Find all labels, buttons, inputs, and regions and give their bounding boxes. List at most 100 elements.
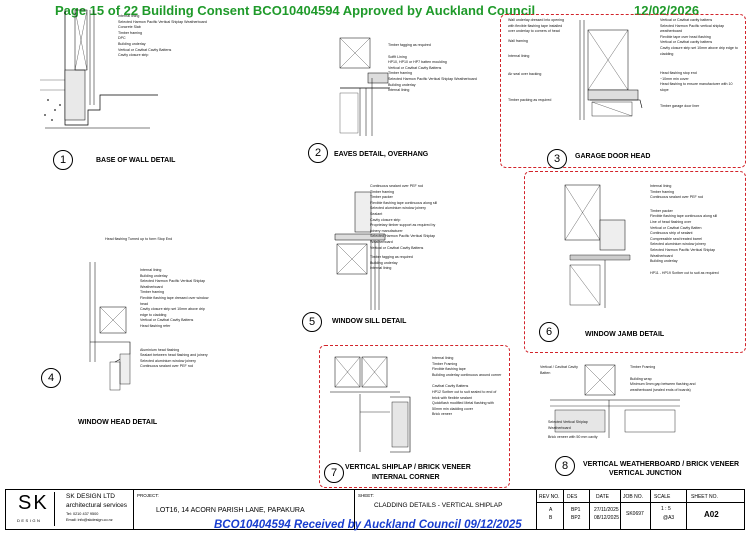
col-header-job: JOB NO. [623,494,644,500]
d4-label: Vertical or Cavibat Cavity Battens [140,318,194,323]
sheet-title: CLADDING DETAILS - VERTICAL SHIPLAP [374,502,503,509]
detail-8-title: VERTICAL WEATHERBOARD / BRICK VENEER [583,461,740,468]
d6-label: Flexible flashing tape continuous along … [650,214,718,219]
highlight-box-detail-3 [500,14,746,168]
d5-label: Internal lining [370,266,392,271]
detail-3-number: 3 [547,149,567,169]
detail-8-bottom-labels: Selected Vertical Shiplap Weatherboard B… [548,420,608,441]
d6-label: Internal lining [650,184,672,188]
d3r-label: Cavity closure strip set 10mm above drip… [660,45,738,56]
d3r-label: Selected Harmon Pacific vertical shiplap… [660,23,725,34]
d5-label: Building underlay [370,260,398,265]
detail-4-number: 4 [41,368,61,388]
d7-label: HP12 Scriber cut to suit sealed to end o… [432,389,497,400]
d3r-label: Vertical or Cavibat cavity battens [660,40,713,45]
company-name: SK DESIGN LTD [66,493,116,500]
job-number: SK0697 [626,511,644,517]
detail-7-labels: Internal lining Timber Framing Flexible … [432,356,502,418]
d5-label: Sealant [370,211,383,216]
d1-label: Selected Harmon Pacific Vertical Shiplap… [118,19,207,24]
d4-label: Flexible flashing tape dressed over wind… [140,295,209,306]
detail-8-right-labels: Timber Framing Building wrap Minimum 5mm… [630,365,700,393]
d3r-label: Head flashing to ensure manufacturer wit… [660,82,733,92]
divider [589,490,590,529]
highlight-box-detail-7 [319,345,510,488]
d1-label: Vertical or Cavibat Cavity Battens [118,47,172,52]
d8-label: Vertical / Cavibat Cavity Batten [540,365,578,375]
project-address: LOT16, 14 ACORN PARISH LANE, PAPAKURA [156,507,305,514]
d7-label: Flexible flashing tape [432,367,466,372]
detail-3-right-labels: Vertical or Cavibat cavity battens Selec… [660,18,740,109]
d6-label: Timber framing [650,189,675,194]
d4-label: Internal lining [140,268,162,272]
d6-label: Vertical or Cavibat Cavity Batten [650,225,702,230]
d3r-label: Timber garage door liner [660,103,700,108]
d7-label: Building underlay continuous around corn… [432,372,502,377]
d8-label: Building wrap [630,376,652,381]
d4-label: Selected Harmon Pacific Vertical Shiplap… [140,279,206,289]
paper-size: @A3 [663,515,675,521]
d6-label: Timber packer [650,208,673,213]
d6-label: Line of head flashing over [650,219,692,224]
d6-label: Continuous sealant over PEF rod [650,195,703,200]
d5-label: Timber packer [370,195,393,200]
divider [133,490,134,529]
divider [536,502,744,503]
divider [536,490,537,529]
detail-4-drawing [89,262,131,391]
scale: 1 : 5 [661,506,671,512]
d3r-label: Vertical or Cavibat cavity battens [660,18,713,22]
d2-label: Timber framing [388,71,413,76]
d2-label: Timber fagging as required [388,43,431,47]
highlight-box-detail-6 [524,171,746,353]
detail-6-title: WINDOW JAMB DETAIL [585,331,665,338]
detail-7-title: VERTICAL SHIPLAP / BRICK VENEER [345,464,471,471]
d6-label: Selected Harmon Pacific Vertical Shiplap… [650,247,716,258]
d2-label: HP10, HP10 or HP7 batten moulding [388,60,447,65]
d3r-label: Flexible tape over head flashing [660,34,711,39]
rev-a: A [549,507,553,513]
detail-3-left-labels: Wall underlay dressed into opening with … [508,18,568,103]
divider [620,490,621,529]
d4-label: Aluminium head flashing [140,347,180,352]
detail-1-title: BASE OF WALL DETAIL [96,157,176,164]
detail-2-labels: Timber fagging as required Soffit Lining… [388,43,477,94]
date-a: 27/11/2025 [594,507,619,513]
divider [650,490,651,529]
detail-5-drawing [334,191,386,310]
detail-5-title: WINDOW SILL DETAIL [332,318,407,325]
detail-3-drawing [579,20,643,120]
d4-label: Cavity closure strip set 10mm above drip… [140,307,205,317]
detail-6-drawing [564,184,631,308]
d8-label: Selected Vertical Shiplap Weatherboard [548,420,588,430]
detail-2-title: EAVES DETAIL, OVERHANG [334,151,429,158]
rev-b: B [549,515,553,521]
d7-label: Brick veneer [432,412,452,417]
d3-label: Air seal over backing [508,71,542,76]
d3-label: Wall framing [508,38,528,43]
d5-label: Selected Harmon Pacific Vertical Shiplap… [370,234,436,244]
detail-1-number: 1 [53,150,73,170]
company-subtitle: architectural services [66,502,128,509]
d7-label: Internal lining [432,356,454,360]
d2-label: Soffit Lining [388,54,407,59]
company-tel: Tel: 0210 437 9500 [66,512,99,516]
detail-6-number: 6 [539,322,559,342]
detail-8-title-line2: VERTICAL JUNCTION [609,470,682,477]
received-stamp: BCO10404594 Received by Auckland Council… [214,519,522,531]
d2-label: Vertical or Cavibat Cavity Battens [388,65,442,70]
d8-label: Minimum 5mm gap between flashing and wea… [630,382,696,392]
d5-label: Proprietary timber support as required b… [370,223,436,233]
d5-label: Timber fagging as required [370,255,413,260]
col-header-scale: SCALE [654,494,671,500]
detail-3-title: GARAGE DOOR HEAD [575,153,651,160]
d1-label: Internal lining [118,14,140,18]
d6-label: Building underlay [650,259,678,264]
d5-label: Cavity closure strip [370,217,401,222]
d1-label: Concrete Slab [118,25,141,30]
d2-label: Selected Harmon Pacific Vertical Shiplap… [388,76,477,81]
detail-7-number: 7 [324,463,344,483]
sheet-number: A02 [704,510,719,519]
d4-label: Head flashing refer [140,323,171,328]
col-header-sheet: SHEET NO. [691,494,718,500]
